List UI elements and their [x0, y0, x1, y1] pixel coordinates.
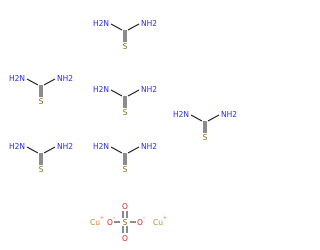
thiourea-6-right-amine: NH2	[141, 142, 157, 151]
thiourea-1-left-amine: H2N	[93, 19, 109, 28]
thiourea-1-sulfur: S	[123, 42, 128, 51]
thiourea-1-right-amine: NH2	[141, 19, 157, 28]
thiourea-5-sulfur: S	[39, 165, 44, 174]
thiourea-4-left-amine: H2N	[173, 110, 189, 119]
thiourea-3-right-amine: NH2	[141, 85, 157, 94]
sulfate-oxygen-right: O	[137, 218, 143, 227]
thiourea-5-left-amine: H2N	[9, 142, 25, 151]
thiourea-2-left-amine: H2N	[9, 74, 25, 83]
thiourea-4-right-amine: NH2	[221, 110, 237, 119]
thiourea-3-left-amine: H2N	[93, 85, 109, 94]
sulfate-charge-right: -	[143, 215, 145, 221]
thiourea-4-sulfur: S	[203, 133, 208, 142]
copper-sulfate-group: S O O O O - - Cu + Cu +	[90, 202, 167, 243]
chemical-structure-diagram: H2N NH2 S H2N NH2 S H2N NH2 S H2N NH2 S	[9, 19, 237, 243]
copper-ion-right-charge: +	[163, 215, 167, 221]
thiourea-2-sulfur: S	[39, 97, 44, 106]
sulfate-oxygen-top: O	[122, 202, 128, 211]
copper-ion-right: Cu	[153, 218, 163, 227]
thiourea-5-right-amine: NH2	[57, 142, 73, 151]
sulfate-sulfur: S	[123, 218, 128, 227]
thiourea-6-left-amine: H2N	[93, 142, 109, 151]
sulfate-charge-left: -	[113, 215, 115, 221]
thiourea-6-sulfur: S	[123, 165, 128, 174]
thiourea-unit-5: H2N NH2 S	[9, 142, 73, 174]
thiourea-unit-4: H2N NH2 S	[173, 110, 237, 142]
sulfate-oxygen-left: O	[107, 218, 113, 227]
thiourea-unit-1: H2N NH2 S	[93, 19, 157, 51]
thiourea-unit-3: H2N NH2 S	[93, 85, 157, 117]
thiourea-3-sulfur: S	[123, 108, 128, 117]
sulfate-oxygen-bottom: O	[122, 234, 128, 243]
copper-ion-left: Cu	[90, 218, 100, 227]
thiourea-unit-6: H2N NH2 S	[93, 142, 157, 174]
copper-ion-left-charge: +	[100, 215, 104, 221]
thiourea-unit-2: H2N NH2 S	[9, 74, 73, 106]
thiourea-2-right-amine: NH2	[57, 74, 73, 83]
